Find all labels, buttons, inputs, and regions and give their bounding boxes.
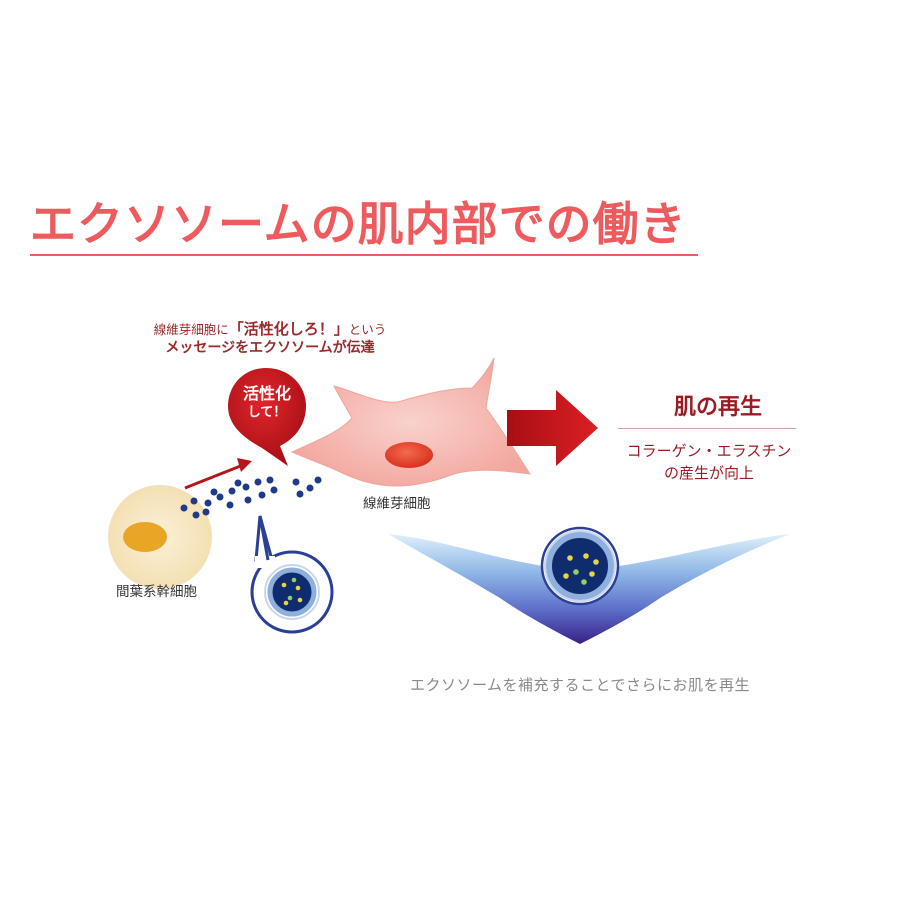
caption-line-2: メッセージをエクソソームが伝達 xyxy=(165,340,375,356)
pin-line-1: 活性化 xyxy=(242,384,291,403)
caption-line-1: 線維芽細胞に「活性化しろ！」という xyxy=(140,320,400,339)
message-caption: 線維芽細胞に「活性化しろ！」という メッセージをエクソソームが伝達 xyxy=(140,320,400,358)
stem-cell xyxy=(108,485,212,589)
page-title: エクソソームの肌内部での働き xyxy=(30,198,698,256)
result-title: 肌の再生 xyxy=(673,394,762,420)
pin-line-2: して！ xyxy=(247,405,287,420)
result-subtitle: コラーゲン・エラスチン の産生が向上 xyxy=(606,440,812,484)
result-line-2: の産生が向上 xyxy=(663,464,754,482)
fibroblast-nucleus xyxy=(385,442,433,468)
exosome-icon xyxy=(540,526,620,606)
caption-quote: 「活性化しろ！」 xyxy=(228,320,349,338)
stem-cell-label: 間葉系幹細胞 xyxy=(116,584,197,600)
pin-text: 活性化 して！ xyxy=(236,384,298,422)
fibroblast-label: 線維芽細胞 xyxy=(363,496,431,512)
diagonal-arrow-icon xyxy=(184,458,252,490)
stem-cell-nucleus xyxy=(123,522,167,552)
bottom-caption: エクソソームを補充することでさらにお肌を再生 xyxy=(409,676,751,694)
location-pin-icon xyxy=(228,368,306,466)
exosome-dots xyxy=(180,476,322,519)
exosome-zoom-bubble xyxy=(250,515,334,634)
result-line-1: コラーゲン・エラスチン xyxy=(626,442,792,460)
result-divider xyxy=(618,428,796,429)
fibroblast-cell xyxy=(290,357,532,487)
caption-post: という xyxy=(348,322,387,337)
right-arrow-icon xyxy=(507,390,598,466)
caption-pre: 線維芽細胞に xyxy=(153,322,229,337)
